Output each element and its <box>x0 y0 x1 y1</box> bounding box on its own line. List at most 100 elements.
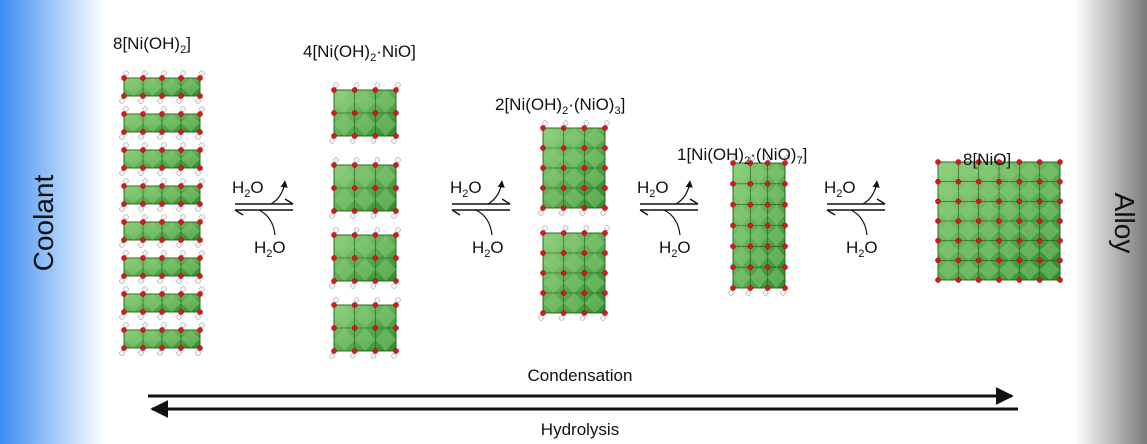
octahedra-block <box>119 286 205 320</box>
oxygen-atom <box>159 93 165 99</box>
octahedron-facet <box>563 188 585 208</box>
oxygen-atom <box>140 309 146 315</box>
oxygen-atom <box>1036 159 1043 165</box>
oxygen-atom <box>159 129 165 135</box>
octahedron-facet <box>162 150 181 168</box>
oxygen-atom <box>782 222 788 229</box>
octahedron-facet <box>767 246 785 268</box>
hydrogen-atom <box>395 157 401 163</box>
oxygen-atom <box>178 273 184 279</box>
octahedra-block <box>119 70 205 104</box>
hydrogen-atom <box>161 106 167 112</box>
oxygen-atom <box>935 198 941 205</box>
oxygen-atom <box>996 159 1002 165</box>
octahedron-facet <box>124 150 143 168</box>
oxygen-atom <box>178 345 184 351</box>
oxygen-atom <box>1016 218 1023 224</box>
octahedron-facet <box>181 222 200 240</box>
oxygen-atom <box>372 255 379 261</box>
oxygen-atom <box>975 218 982 224</box>
water-bottom-1: H2O <box>254 238 286 260</box>
oxygen-atom <box>955 198 962 205</box>
oxygen-atom <box>140 147 146 153</box>
oxygen-atom <box>140 129 146 135</box>
oxygen-atom <box>393 133 399 139</box>
hydrogen-atom <box>354 227 360 233</box>
oxygen-atom <box>121 129 127 135</box>
octahedron-facet <box>1039 260 1060 280</box>
hydrogen-atom <box>199 250 205 256</box>
oxygen-atom <box>351 232 358 238</box>
hydrogen-atom <box>142 322 148 328</box>
hydrogen-atom <box>391 353 397 359</box>
hydrogen-atom <box>395 297 401 303</box>
oxygen-atom <box>730 201 736 208</box>
hydrogen-atom <box>604 225 610 231</box>
oxygen-atom <box>540 310 546 316</box>
oxygen-atom <box>121 219 127 225</box>
oxygen-atom <box>178 291 184 297</box>
hydrogen-atom <box>119 134 125 140</box>
oxygen-atom <box>159 201 165 207</box>
oxygen-atom <box>331 348 337 354</box>
octahedron-facet <box>543 148 564 168</box>
hydrogen-atom <box>559 210 565 216</box>
oxygen-atom <box>996 237 1002 244</box>
octahedron-facet <box>354 328 376 351</box>
oxygen-atom <box>178 255 184 261</box>
octahedron-facet <box>999 240 1020 261</box>
octahedron-facet <box>354 113 376 136</box>
oxygen-atom <box>197 201 203 207</box>
oxygen-atom <box>178 75 184 81</box>
oxygen-atom <box>372 278 379 284</box>
hydrogen-atom <box>559 315 565 321</box>
oxygen-atom <box>351 255 358 261</box>
oxygen-atom <box>331 278 337 284</box>
octahedron-facet <box>143 294 162 312</box>
oxygen-atom <box>1057 277 1063 283</box>
hydrogen-atom <box>745 290 751 296</box>
octahedron-facet <box>584 253 605 273</box>
hydrogen-atom <box>161 322 167 328</box>
hydrogen-atom <box>176 242 182 248</box>
hydrogen-atom <box>329 353 335 359</box>
hydrogen-atom <box>199 70 205 76</box>
water-top-2: H2O <box>450 178 482 200</box>
oxygen-atom <box>560 230 567 236</box>
octahedron-facet <box>999 181 1020 202</box>
oxygen-atom <box>1036 277 1043 283</box>
octahedron-facet <box>334 113 355 136</box>
oxygen-atom <box>955 277 962 283</box>
oxygen-atom <box>602 145 608 151</box>
oxygen-atom <box>159 309 165 315</box>
water-in-arrow <box>663 209 681 236</box>
oxygen-atom <box>747 264 754 270</box>
oxygen-atom <box>747 285 754 291</box>
oxygen-atom <box>393 208 399 214</box>
octahedron-facet <box>124 78 143 96</box>
oxygen-atom <box>159 147 165 153</box>
hydrogen-atom <box>123 322 129 328</box>
oxygen-atom <box>955 237 962 244</box>
oxygen-atom <box>197 111 203 117</box>
oxygen-atom <box>1016 159 1023 165</box>
oxygen-atom <box>955 159 962 165</box>
hydrogen-atom <box>374 82 380 88</box>
octahedron-facet <box>1039 240 1060 261</box>
octahedron-facet <box>938 201 959 221</box>
oxygen-atom <box>393 348 399 354</box>
oxygen-atom <box>602 270 608 276</box>
equilibrium-1 <box>234 180 294 236</box>
oxygen-atom <box>140 291 146 297</box>
octahedra-block <box>119 214 205 248</box>
equilibrium-arrows <box>234 180 886 236</box>
octahedron-facet <box>334 165 355 188</box>
oxygen-atom <box>178 93 184 99</box>
structure-ni-oh2-nio3-clusters <box>538 120 610 321</box>
oxygen-atom <box>178 219 184 225</box>
water-bottom-2: H2O <box>472 238 504 260</box>
oxygen-atom <box>351 302 358 308</box>
hydrogen-atom <box>333 297 339 303</box>
octahedron-facet <box>162 186 181 204</box>
octahedron-facet <box>750 267 768 288</box>
